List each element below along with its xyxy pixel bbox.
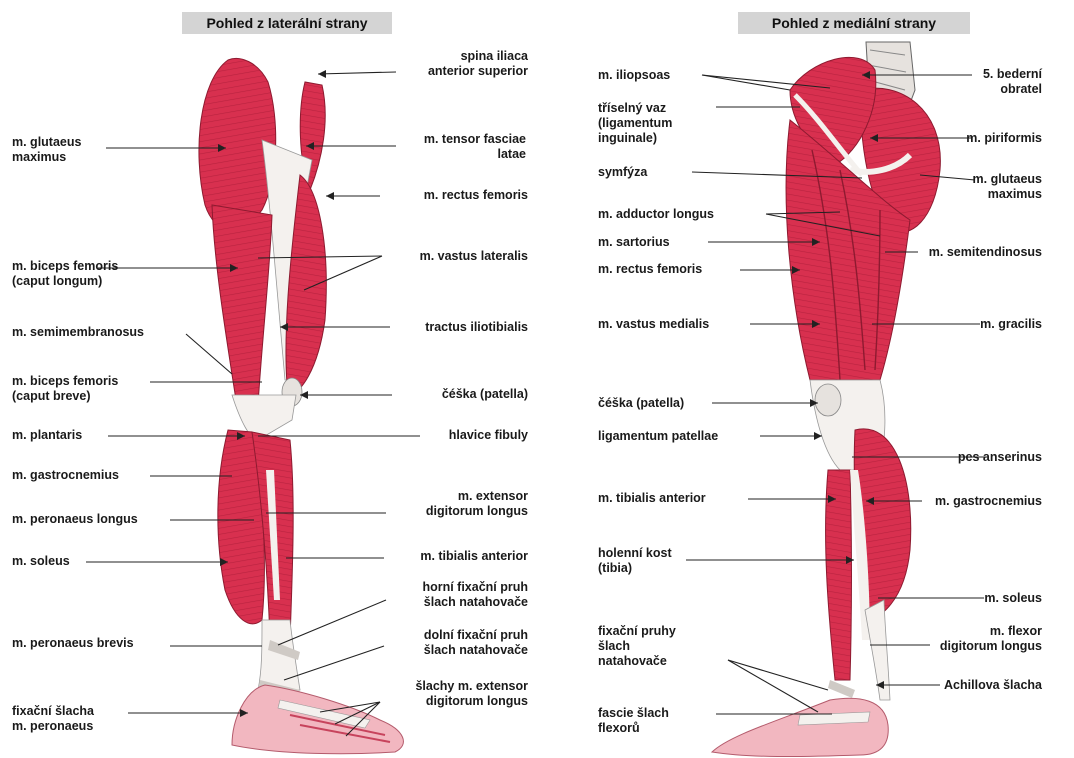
label-achillova-slacha: Achillova šlacha (944, 678, 1042, 693)
label-vastus-medialis: m. vastus medialis (598, 317, 709, 332)
label-fascie-flexoru: fascie šlach flexorů (598, 706, 669, 736)
label-tibia: holenní kost (tibia) (598, 546, 672, 576)
label-glutaeus-medial: m. glutaeus maximus (973, 172, 1042, 202)
label-piriformis: m. piriformis (966, 131, 1042, 146)
medial-leg-drawing (712, 42, 940, 757)
label-fibula: hlavice fibuly (449, 428, 528, 443)
label-patella-lateral: čéška (patella) (442, 387, 528, 402)
label-horni-pruh: horní fixační pruh šlach natahovače (422, 580, 528, 610)
label-adductor-longus: m. adductor longus (598, 207, 714, 222)
label-bederni-obratel: 5. bederní obratel (983, 67, 1042, 97)
label-slachy-extensor: šlachy m. extensor digitorum longus (415, 679, 528, 709)
label-patella-medial: čéška (patella) (598, 396, 684, 411)
label-peronaeus-longus: m. peronaeus longus (12, 512, 138, 527)
label-semimembranosus: m. semimembranosus (12, 325, 144, 340)
label-fixacni-slacha: fixační šlacha m. peronaeus (12, 704, 94, 734)
label-peronaeus-brevis: m. peronaeus brevis (12, 636, 134, 651)
label-glutaeus-lateral: m. glutaeus maximus (12, 135, 81, 165)
label-extensor-digitorum: m. extensor digitorum longus (426, 489, 528, 519)
label-tractus: tractus iliotibialis (425, 320, 528, 335)
label-spina-iliaca: spina iliaca anterior superior (428, 49, 528, 79)
label-tibialis-lateral: m. tibialis anterior (420, 549, 528, 564)
label-ligamentum-patellae: ligamentum patellae (598, 429, 718, 444)
label-rectus-lateral: m. rectus femoris (424, 188, 528, 203)
label-biceps-longum: m. biceps femoris (caput longum) (12, 259, 118, 289)
label-plantaris: m. plantaris (12, 428, 82, 443)
label-flexor-digitorum: m. flexor digitorum longus (940, 624, 1042, 654)
label-rectus-medial: m. rectus femoris (598, 262, 702, 277)
label-semitendinosus: m. semitendinosus (929, 245, 1042, 260)
label-symfyza: symfýza (598, 165, 647, 180)
label-gastrocnemius-lateral: m. gastrocnemius (12, 468, 119, 483)
label-soleus-medial: m. soleus (984, 591, 1042, 606)
label-biceps-breve: m. biceps femoris (caput breve) (12, 374, 118, 404)
label-pes-anserinus: pes anserinus (958, 450, 1042, 465)
label-gracilis: m. gracilis (980, 317, 1042, 332)
label-tensor-fasciae: m. tensor fasciae latae (424, 132, 526, 162)
label-dolni-pruh: dolní fixační pruh šlach natahovače (424, 628, 528, 658)
label-tibialis-medial: m. tibialis anterior (598, 491, 706, 506)
label-fixacni-pruhy: fixační pruhy šlach natahovače (598, 624, 676, 669)
label-iliopsoas: m. iliopsoas (598, 68, 670, 83)
label-sartorius: m. sartorius (598, 235, 670, 250)
label-vastus-lateralis: m. vastus lateralis (420, 249, 528, 264)
label-triselny-vaz: tříselný vaz (ligamentum inguinale) (598, 101, 672, 146)
label-soleus-lateral: m. soleus (12, 554, 70, 569)
label-gastrocnemius-medial: m. gastrocnemius (935, 494, 1042, 509)
